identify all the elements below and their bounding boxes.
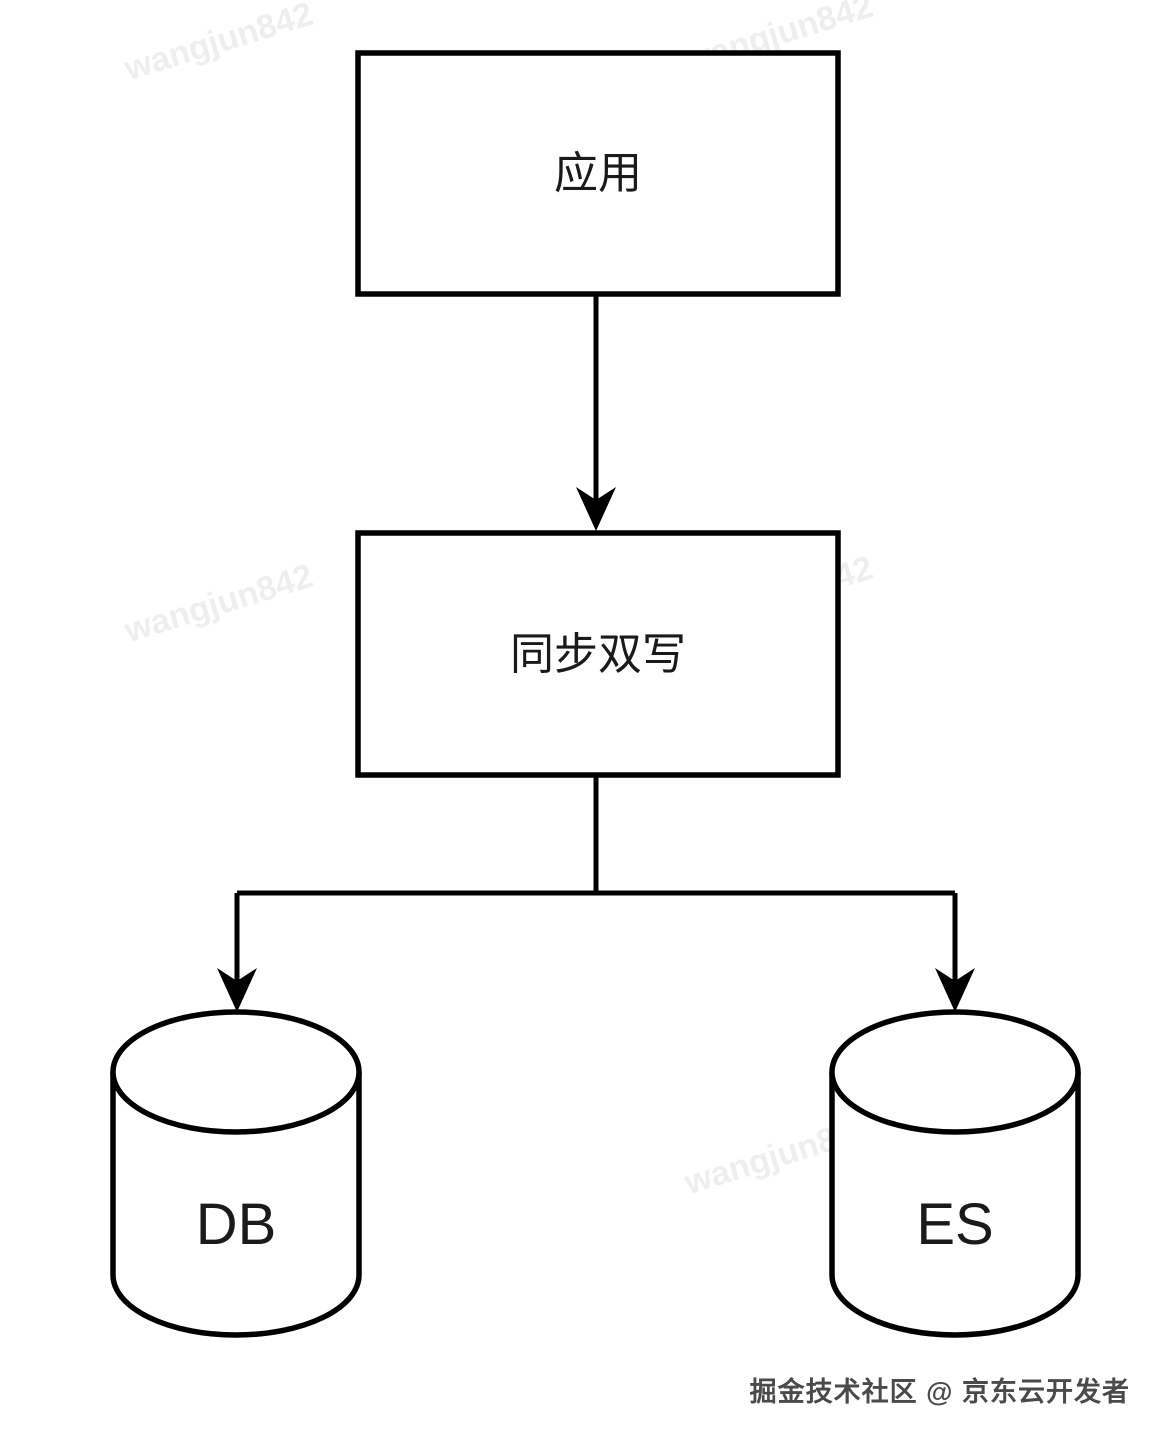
node-sync-box [355, 530, 841, 778]
node-es-label: ES [916, 1192, 993, 1257]
edge-line [234, 775, 958, 985]
node-es: ES [829, 1009, 1081, 1338]
watermark-text: wangjun842 [119, 0, 317, 88]
node-app: 应用 [355, 50, 841, 297]
db-cylinder-body [110, 1072, 362, 1338]
arrowhead-down-icon [217, 968, 257, 1012]
arrowhead-down-icon [935, 968, 975, 1012]
node-db: DB [110, 1009, 362, 1338]
node-app-label: 应用 [554, 149, 642, 198]
node-sync-label: 同步双写 [510, 630, 686, 679]
arrowhead-down-icon [576, 487, 616, 531]
edge-sync-branch [217, 775, 975, 1012]
watermark-text: wangjun842 [119, 557, 317, 651]
es-cylinder-top [829, 1009, 1081, 1135]
edge-app-to-sync [576, 294, 616, 531]
db-cylinder-top [110, 1009, 362, 1135]
node-sync: 同步双写 [355, 530, 841, 778]
node-db-label: DB [196, 1192, 277, 1257]
node-app-box [355, 50, 841, 297]
es-cylinder-body [829, 1072, 1081, 1338]
footer-attribution: 掘金技术社区 @ 京东云开发者 [749, 1377, 1130, 1407]
